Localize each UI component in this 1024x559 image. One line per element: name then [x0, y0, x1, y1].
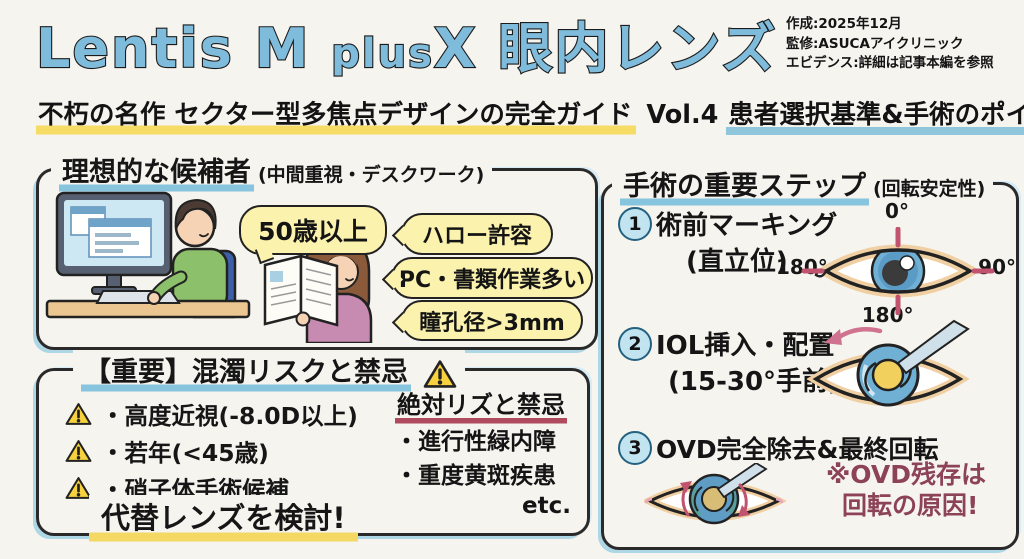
screen-text-line	[95, 249, 123, 253]
warning-icon	[65, 439, 92, 462]
step-number-badge-3: 3	[618, 431, 652, 465]
man-at-computer-illustration	[45, 191, 251, 319]
contraindication-item: ・重度黄斑疾患	[395, 463, 556, 489]
injector-instrument	[896, 319, 970, 375]
risk-item-row: ・若年(<45歳)	[65, 432, 358, 469]
surgery-steps-box: 手術の重要ステップ (回転安定性) 1 術前マーキング (直立位) 0° 180…	[601, 164, 1019, 550]
meta-created: 作成:2025年12月	[786, 16, 902, 32]
angle-label-right: 90°	[978, 255, 1016, 279]
step-number-badge-2: 2	[618, 327, 652, 361]
steps-box-title: 手術の重要ステップ	[620, 164, 869, 207]
rotation-arrowhead	[824, 329, 842, 345]
woman-smile	[345, 278, 354, 282]
title-part-japanese: X 眼内レンズ	[433, 16, 778, 81]
speech-bubble-pupil-size: 瞳孔径>3mm	[401, 300, 583, 341]
woman-fringe	[323, 250, 357, 269]
note-line-2: 回転の原因!	[842, 491, 979, 520]
risk-box: 【重要】混濁リスクと禁忌 ・高度近視(-8.0D以上) ・若年(<45歳) ・硝…	[36, 350, 590, 543]
page-title: Lentis M plusX 眼内レンズ	[35, 4, 778, 83]
risk-item-list: ・高度近視(-8.0D以上) ・若年(<45歳) ・硝子体手術候補	[65, 395, 358, 506]
iol-haptic	[864, 361, 877, 392]
angle-label-bottom: 180°	[861, 303, 914, 327]
meta-supervisor: 監修:ASUCAアイクリニック	[786, 35, 964, 52]
warning-icon	[65, 476, 92, 499]
step1-label: 術前マーキング	[656, 211, 838, 241]
step2-sublabel: (15-30°手前)	[668, 367, 840, 397]
subtitle-lead: 不朽の名作 セクター型多焦点デザインの完全ガイド	[36, 92, 637, 137]
warning-icon	[65, 402, 92, 425]
risk-item-row: ・高度近視(-8.0D以上)	[65, 395, 358, 432]
meta-block: 作成:2025年12月 監修:ASUCAアイクリニック エビデンス:詳細は記事本…	[786, 15, 994, 74]
step3-label: OVD完全除去&最終回転	[656, 435, 939, 464]
book-left-page	[263, 254, 303, 326]
title-part-latin: Lentis M	[35, 16, 332, 81]
woman-reading-illustration	[263, 236, 373, 343]
iol-lens	[871, 358, 905, 392]
angle-label-top: 0°	[885, 199, 909, 223]
rotation-arrowhead	[680, 481, 692, 493]
book-text-lines	[305, 268, 332, 306]
screen-text-line	[95, 241, 139, 245]
rotation-arrow	[833, 327, 883, 342]
step-number-badge-1: 1	[618, 207, 652, 241]
title-part-plus: plus	[330, 30, 434, 78]
step1-sublabel: (直立位)	[686, 247, 788, 277]
man-hand	[147, 291, 161, 305]
note-line-1: ※OVD残存は	[826, 460, 986, 489]
risk-box-title: 【重要】混濁リスクと禁忌	[81, 350, 411, 393]
axis-markers	[801, 227, 995, 315]
contraindication-section: 絶対リズと禁忌 ・進行性緑内障 ・重度黄斑疾患 etc.	[395, 385, 579, 519]
candidate-box-title: 理想的な候補者	[59, 150, 254, 193]
subtitle-topic: 患者選択基準&手術のポイント	[726, 92, 1024, 137]
screen-window-small-bar	[71, 207, 105, 214]
speech-bubble-age: 50歳以上	[239, 205, 387, 255]
candidate-box-header: 理想的な候補者 (中間重視・デスクワーク)	[51, 150, 493, 193]
meta-evidence: エビデンス:詳細は記事本編を参照	[786, 55, 994, 71]
eye-corner-accent	[644, 497, 653, 504]
eye-diagram-marking: 0° 180° 90° 180°	[776, 193, 1016, 327]
man-smile	[199, 233, 209, 238]
iris-group	[870, 250, 926, 292]
risk-item-label: ・若年(<45歳)	[101, 438, 269, 467]
candidate-box: 理想的な候補者 (中間重視・デスクワーク)	[36, 150, 598, 350]
rotation-arrowhead	[738, 505, 750, 517]
candidate-box-subtitle: (中間重視・デスクワーク)	[258, 164, 485, 186]
eye-diagram-iol-insertion	[806, 319, 970, 407]
ovd-warning-note: ※OVD残存は 回転の原因!	[826, 459, 986, 521]
contraindication-item: ・進行性緑内障	[395, 429, 556, 455]
woman-hand	[295, 311, 311, 327]
eye-diagram-ovd-removal	[644, 463, 787, 525]
risk-box-header: 【重要】混濁リスクと禁忌	[73, 350, 465, 393]
man-hair	[174, 198, 217, 230]
risk-action-label: 代替レンズを検討!	[89, 495, 358, 543]
eye-illustration-marking	[801, 227, 995, 315]
screen-text-line	[95, 233, 131, 237]
screen-window-large-bar	[89, 219, 151, 227]
book-figure	[270, 271, 283, 282]
book-right-page	[299, 254, 339, 327]
steps-box-subtitle: (回転安定性)	[873, 178, 986, 200]
eye-corner-accent	[775, 497, 784, 504]
contraindication-etc: etc.	[522, 493, 571, 519]
eye-outline	[822, 248, 974, 294]
subtitle-vol: Vol.4	[646, 100, 719, 130]
monitor-stand	[106, 274, 122, 288]
risk-item-label: ・高度近視(-8.0D以上)	[101, 401, 358, 430]
speech-bubble-halo: ハロー許容	[401, 213, 553, 255]
irrigation-instrument	[716, 463, 768, 499]
contraindication-title: 絶対リズと禁忌	[395, 385, 567, 425]
speech-bubble-pc-work: PC・書類作業多い	[391, 257, 593, 299]
step2-label: IOL挿入・配置	[656, 331, 835, 361]
steps-box-header: 手術の重要ステップ (回転安定性)	[612, 164, 994, 207]
book-text-lines	[270, 283, 297, 306]
iol-haptic	[693, 486, 703, 512]
